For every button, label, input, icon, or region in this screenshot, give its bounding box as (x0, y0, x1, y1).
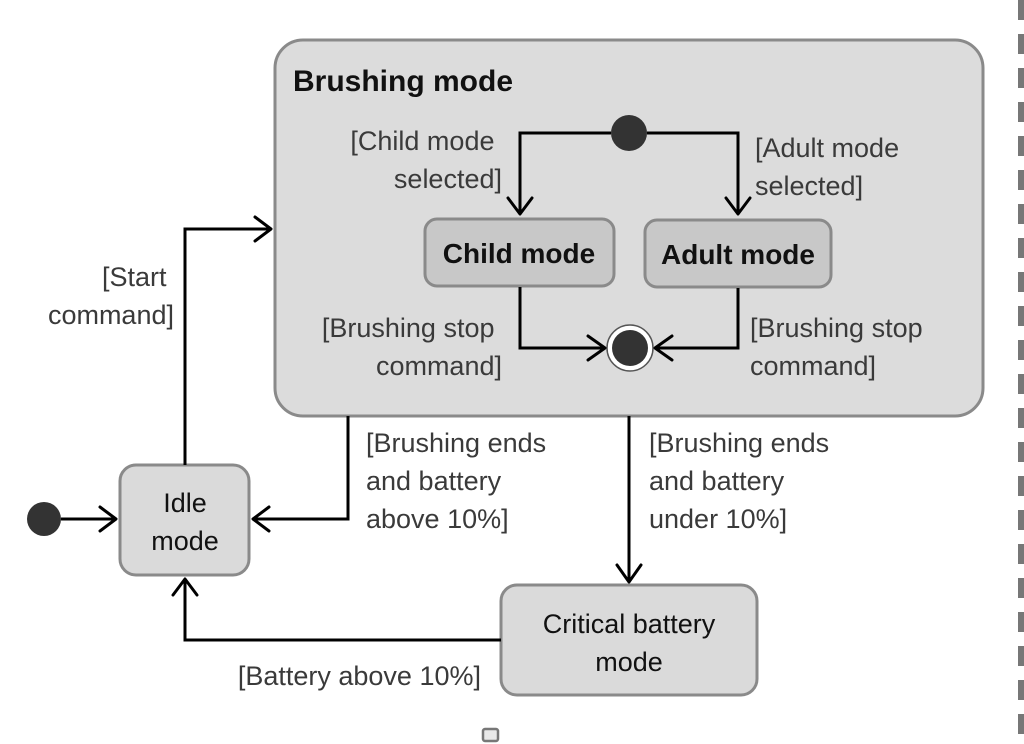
guard-ends-under: [Brushing ends and battery under 10%] (649, 428, 837, 534)
arrowhead-icon (98, 505, 118, 533)
arrowhead-icon (171, 577, 199, 597)
edge-initial-to-child (518, 131, 611, 214)
guard-child-stop: [Brushing stop command] (322, 313, 502, 381)
arrowhead-icon (615, 563, 643, 584)
inner-initial-node (611, 115, 647, 151)
guard-ends-above: [Brushing ends and battery above 10%] (366, 428, 554, 534)
initial-node (27, 502, 61, 536)
arrowhead-icon (253, 215, 273, 243)
arrowhead-icon (724, 196, 752, 216)
arrowhead-icon (586, 334, 607, 362)
guard-battery-above: [Battery above 10%] (238, 661, 481, 691)
guard-start: [Start command] (48, 262, 174, 330)
idle-mode-label-line1: Idle (163, 488, 207, 518)
edge-initial-to-adult (647, 131, 740, 214)
edge-idle-to-brushing (183, 227, 271, 465)
idle-mode-state (118, 463, 251, 577)
edge-critical-to-idle (183, 579, 501, 642)
edge-brushing-to-idle (253, 416, 350, 521)
arrowhead-icon (506, 196, 534, 216)
edge-adult-to-final (655, 288, 740, 350)
guard-adult-selected: [Adult mode selected] (755, 133, 907, 201)
critical-battery-label-line2: mode (595, 647, 663, 677)
arrowhead-icon (251, 505, 271, 533)
resize-handle-icon[interactable] (481, 727, 500, 743)
guard-child-selected: [Child mode selected] (350, 126, 502, 194)
adult-mode-label: Adult mode (661, 239, 815, 270)
idle-mode-label-line2: mode (151, 526, 219, 556)
critical-battery-label-line1: Critical battery (543, 609, 716, 639)
arrowhead-icon (653, 334, 674, 362)
child-mode-label: Child mode (443, 238, 595, 269)
child-mode-state (423, 217, 616, 288)
adult-mode-state (643, 218, 833, 289)
critical-battery-state (499, 583, 759, 697)
final-node (612, 330, 648, 366)
guard-adult-stop: [Brushing stop command] (750, 313, 930, 381)
brushing-mode-title: Brushing mode (293, 65, 513, 98)
edge-child-to-final (518, 287, 605, 350)
